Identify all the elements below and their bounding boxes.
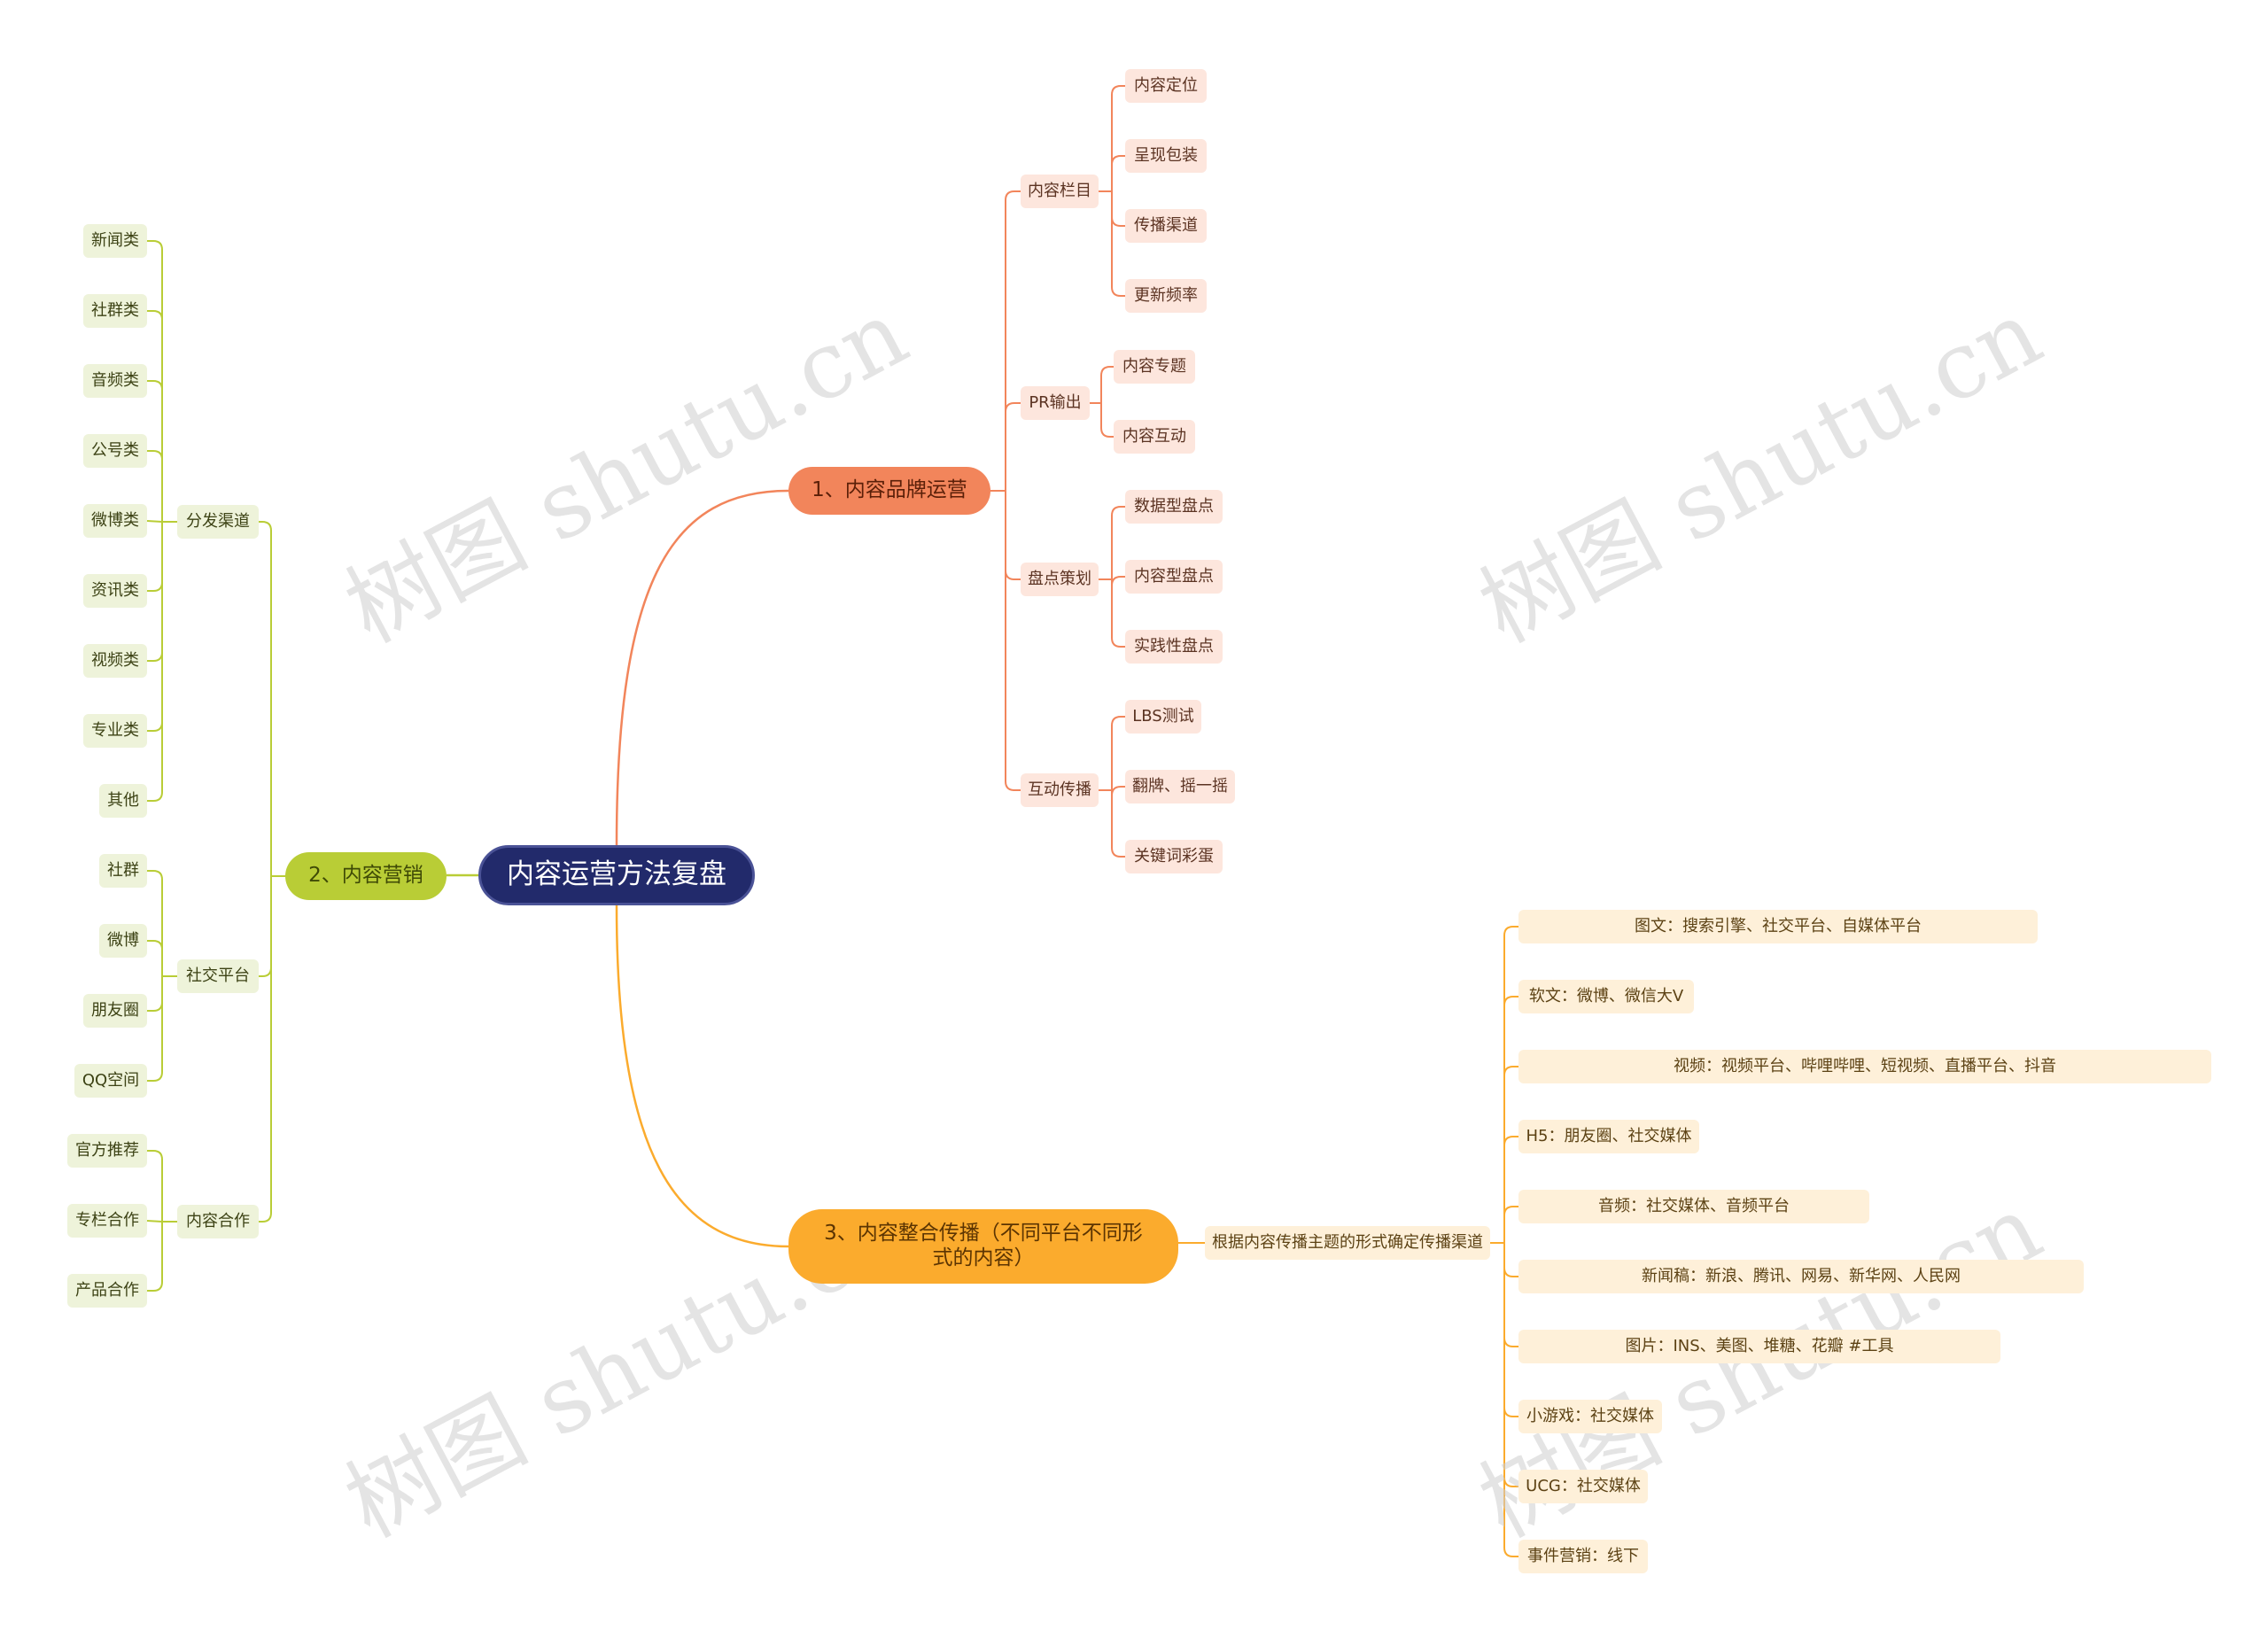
group-inventory-planning[interactable]: 盘点策划 bbox=[1021, 563, 1099, 596]
group-social-platforms[interactable]: 社交平台 bbox=[177, 959, 259, 993]
item-flip-shake[interactable]: 翻牌、摇一摇 bbox=[1125, 770, 1235, 803]
connector-line bbox=[1005, 402, 1021, 491]
connector-line bbox=[1503, 1243, 1518, 1417]
connector-line bbox=[1100, 403, 1114, 438]
item-presentation-packaging[interactable]: 呈现包装 bbox=[1125, 139, 1207, 173]
connector-line bbox=[147, 310, 163, 522]
connector-line bbox=[1005, 190, 1021, 491]
connector-line bbox=[1503, 1066, 1518, 1243]
item-lbs-test[interactable]: LBS测试 bbox=[1125, 700, 1201, 734]
item-official-recommend[interactable]: 官方推荐 bbox=[67, 1134, 147, 1168]
item-weibo[interactable]: 微博 bbox=[99, 924, 147, 958]
connector-line bbox=[147, 940, 163, 976]
item-official-account[interactable]: 公号类 bbox=[83, 434, 147, 468]
item-content-topic[interactable]: 内容专题 bbox=[1114, 350, 1195, 384]
item-video-channels[interactable]: 视频：视频平台、哔哩哔哩、短视频、直播平台、抖音 bbox=[1518, 1050, 2211, 1083]
connector-line bbox=[259, 521, 272, 876]
connector-line bbox=[1005, 491, 1021, 791]
item-info[interactable]: 资讯类 bbox=[83, 574, 147, 608]
item-qzone[interactable]: QQ空间 bbox=[74, 1064, 147, 1098]
item-pictures[interactable]: 图片：INS、美图、堆糖、花瓣 #工具 bbox=[1518, 1330, 2000, 1363]
connector-line bbox=[1503, 1243, 1518, 1557]
connector-line bbox=[1111, 506, 1125, 579]
connector-line bbox=[1503, 996, 1518, 1243]
item-news[interactable]: 新闻类 bbox=[83, 224, 147, 258]
item-product-cooperation[interactable]: 产品合作 bbox=[67, 1274, 147, 1308]
connector-line bbox=[1111, 579, 1125, 648]
item-distribution-channel[interactable]: 传播渠道 bbox=[1125, 209, 1207, 243]
item-event-marketing[interactable]: 事件营销：线下 bbox=[1518, 1540, 1648, 1573]
item-professional[interactable]: 专业类 bbox=[83, 714, 147, 748]
connector-line bbox=[1503, 1243, 1518, 1347]
connector-line bbox=[1503, 1136, 1518, 1243]
item-content-interaction[interactable]: 内容互动 bbox=[1114, 420, 1195, 454]
item-keyword-easter-egg[interactable]: 关键词彩蛋 bbox=[1125, 840, 1223, 873]
topic-integrated-communication[interactable]: 3、内容整合传播（不同平台不同形式的内容） bbox=[788, 1209, 1178, 1284]
group-content-column[interactable]: 内容栏目 bbox=[1021, 175, 1099, 208]
connector-line bbox=[1111, 576, 1125, 586]
item-ucg[interactable]: UCG：社交媒体 bbox=[1518, 1470, 1648, 1503]
connector-line bbox=[1503, 1243, 1518, 1277]
group-content-cooperation[interactable]: 内容合作 bbox=[177, 1205, 259, 1238]
connector-line bbox=[1111, 716, 1125, 790]
connector-line bbox=[259, 876, 272, 1223]
connector-line bbox=[147, 450, 163, 522]
item-soft-article[interactable]: 软文：微博、微信大V bbox=[1518, 980, 1694, 1013]
connector-line bbox=[1111, 790, 1125, 858]
root-topic[interactable]: 内容运营方法复盘 bbox=[478, 845, 755, 905]
item-community[interactable]: 社群类 bbox=[83, 294, 147, 328]
connector-line bbox=[1111, 155, 1125, 191]
connector-line bbox=[147, 976, 163, 1012]
group-channel-by-format[interactable]: 根据内容传播主题的形式确定传播渠道 bbox=[1205, 1226, 1490, 1260]
connector-line bbox=[147, 976, 163, 1082]
connector-line bbox=[1100, 366, 1114, 403]
connector-line bbox=[259, 876, 272, 977]
connector-line bbox=[615, 904, 789, 1248]
connector-line bbox=[1503, 926, 1518, 1243]
connector-line bbox=[1111, 191, 1125, 227]
item-content-positioning[interactable]: 内容定位 bbox=[1125, 69, 1207, 103]
connector-line bbox=[1111, 191, 1125, 297]
connector-line bbox=[147, 522, 163, 732]
item-mini-game[interactable]: 小游戏：社交媒体 bbox=[1518, 1400, 1662, 1433]
item-video[interactable]: 视频类 bbox=[83, 644, 147, 678]
topic-content-brand-operation[interactable]: 1、内容品牌运营 bbox=[788, 467, 990, 515]
item-content-inventory[interactable]: 内容型盘点 bbox=[1125, 560, 1223, 594]
item-press-release[interactable]: 新闻稿：新浪、腾讯、网易、新华网、人民网 bbox=[1518, 1260, 2084, 1293]
connector-line bbox=[147, 1150, 163, 1222]
connector-line bbox=[147, 522, 163, 592]
connector-line bbox=[1503, 1243, 1518, 1487]
item-audio-channels[interactable]: 音频：社交媒体、音频平台 bbox=[1518, 1190, 1869, 1223]
connector-line bbox=[1111, 786, 1125, 796]
item-graphic[interactable]: 图文：搜索引擎、社交平台、自媒体平台 bbox=[1518, 910, 2038, 943]
item-other[interactable]: 其他 bbox=[99, 784, 147, 818]
item-column-cooperation[interactable]: 专栏合作 bbox=[67, 1204, 147, 1238]
item-practice-inventory[interactable]: 实践性盘点 bbox=[1125, 630, 1223, 664]
connector-line bbox=[147, 522, 163, 802]
connector-line bbox=[1005, 491, 1021, 580]
connector-line bbox=[1111, 85, 1125, 191]
group-distribution-channels[interactable]: 分发渠道 bbox=[177, 505, 259, 539]
connector-line bbox=[1503, 1206, 1518, 1243]
item-h5[interactable]: H5：朋友圈、社交媒体 bbox=[1518, 1120, 1699, 1153]
item-social-group[interactable]: 社群 bbox=[99, 854, 147, 888]
item-moments[interactable]: 朋友圈 bbox=[83, 994, 147, 1028]
item-audio[interactable]: 音频类 bbox=[83, 364, 147, 398]
item-weibo-type[interactable]: 微博类 bbox=[83, 504, 147, 538]
item-data-inventory[interactable]: 数据型盘点 bbox=[1125, 490, 1223, 524]
item-update-frequency[interactable]: 更新频率 bbox=[1125, 279, 1207, 313]
connector-line bbox=[147, 870, 163, 976]
connector-line bbox=[147, 380, 163, 522]
group-interactive-spread[interactable]: 互动传播 bbox=[1021, 773, 1099, 807]
connector-line bbox=[147, 240, 163, 522]
topic-content-marketing[interactable]: 2、内容营销 bbox=[285, 852, 447, 900]
connector-line bbox=[146, 520, 163, 523]
connector-line bbox=[615, 489, 789, 846]
connector-line bbox=[146, 1220, 163, 1223]
group-pr-output[interactable]: PR输出 bbox=[1021, 386, 1090, 420]
connector-line bbox=[147, 1222, 163, 1292]
